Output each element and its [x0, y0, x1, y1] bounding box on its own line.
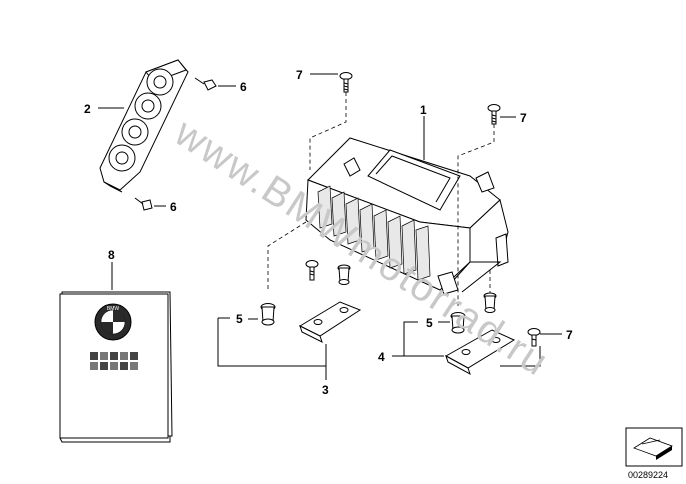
- screw-part-7-bracket-left: [305, 260, 319, 281]
- assembly-line-left-down: [267, 221, 307, 292]
- screw-part-7-top: [339, 72, 353, 93]
- callout-6-bottom: 6: [170, 200, 177, 214]
- callout-4: 4: [378, 350, 385, 364]
- assembly-line-right: [457, 124, 495, 306]
- bracket-part-3: [298, 301, 362, 343]
- manual-book-part-8: BMW: [59, 291, 173, 443]
- cooling-fins: [317, 185, 431, 281]
- rubber-mount-left-a: [337, 264, 351, 285]
- assembly-line-left: [309, 92, 347, 170]
- rubber-mount-left-b: [260, 303, 276, 326]
- rubber-mount-right-a: [483, 292, 497, 313]
- callout-7-bracket: 7: [566, 328, 573, 342]
- control-unit-part-1: [305, 137, 509, 295]
- document-number-box: [625, 427, 683, 467]
- bracket-part-4: [444, 329, 516, 376]
- callout-5-right: 5: [426, 316, 433, 330]
- callout-8: 8: [108, 248, 115, 262]
- screw-part-7-right: [487, 104, 501, 125]
- callout-1: 1: [420, 103, 427, 117]
- callout-3: 3: [322, 383, 329, 397]
- screw-part-7-bracket-right: [527, 328, 541, 347]
- rubber-mount-right-b: [450, 312, 466, 334]
- document-number: 00289224: [628, 470, 668, 480]
- manual-cover-graphic: [90, 352, 138, 370]
- callout-7-top: 7: [296, 68, 303, 82]
- callout-5-left: 5: [236, 312, 243, 326]
- switch-unit-part-2: [99, 59, 189, 193]
- callout-2: 2: [84, 102, 91, 116]
- callout-6-top: 6: [240, 80, 247, 94]
- leader-lines: [98, 73, 562, 380]
- screw-part-6-bottom: [134, 197, 153, 211]
- callout-7-right: 7: [520, 111, 527, 125]
- bmw-logo-text: BMW: [107, 306, 120, 312]
- bmw-logo: BMW: [94, 303, 132, 341]
- screw-part-6-top: [194, 77, 217, 91]
